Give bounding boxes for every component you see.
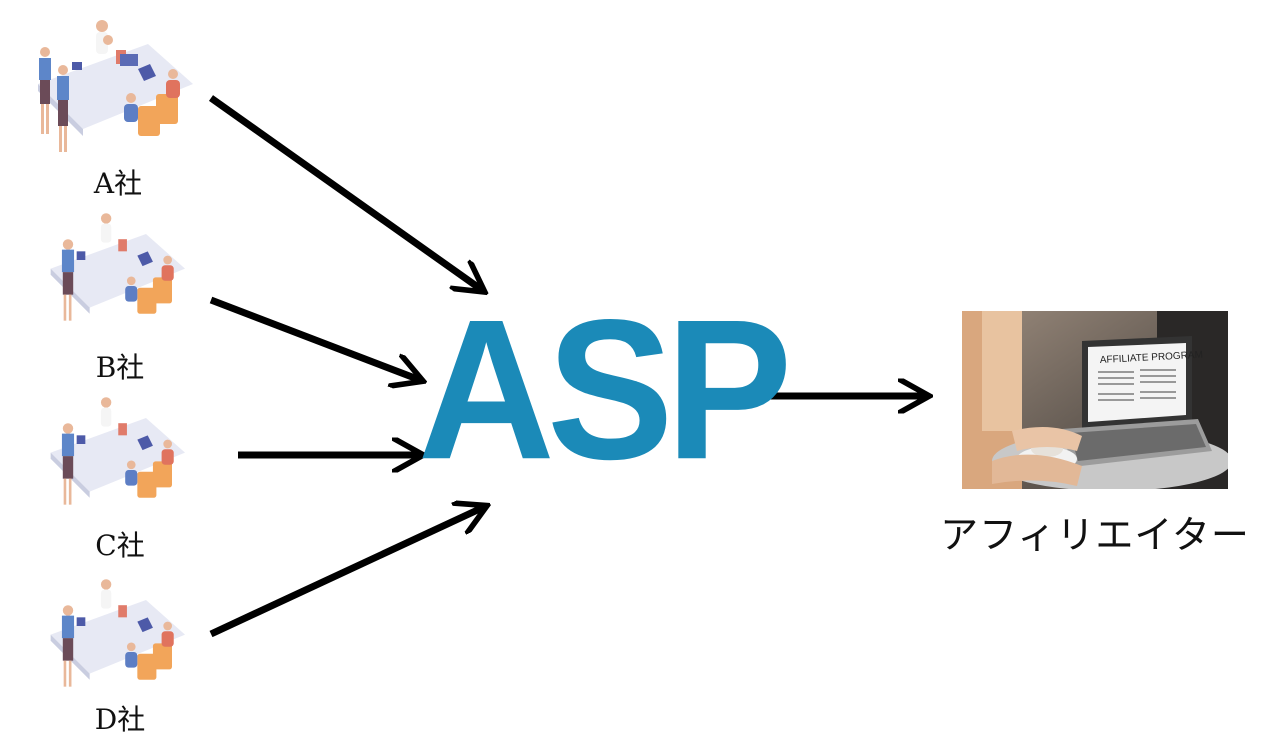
company-c: C社 (40, 392, 220, 562)
arrow-b-to-asp (209, 296, 420, 380)
company-d-label: D社 (94, 703, 146, 736)
office-team-icon (50, 397, 185, 505)
office-team-icon (50, 213, 185, 321)
company-a: A社 (28, 14, 208, 200)
company-c-label: C社 (95, 529, 145, 562)
arrow-d-to-asp (209, 507, 484, 638)
laptop-photo-icon: AFFILIATE PROGRAM (962, 311, 1228, 489)
office-team-icon (50, 579, 185, 687)
asp-hub: ASP (417, 278, 793, 502)
affiliate-label: アフィリエイター (940, 513, 1250, 557)
arrow-a-to-asp (208, 95, 482, 290)
screen-title: AFFILIATE PROGRAM (1100, 350, 1204, 366)
company-d: D社 (40, 574, 220, 736)
company-b-label: B社 (95, 351, 145, 384)
company-b: B社 (40, 208, 220, 384)
company-a-label: A社 (93, 167, 143, 200)
office-team-icon (38, 20, 193, 152)
